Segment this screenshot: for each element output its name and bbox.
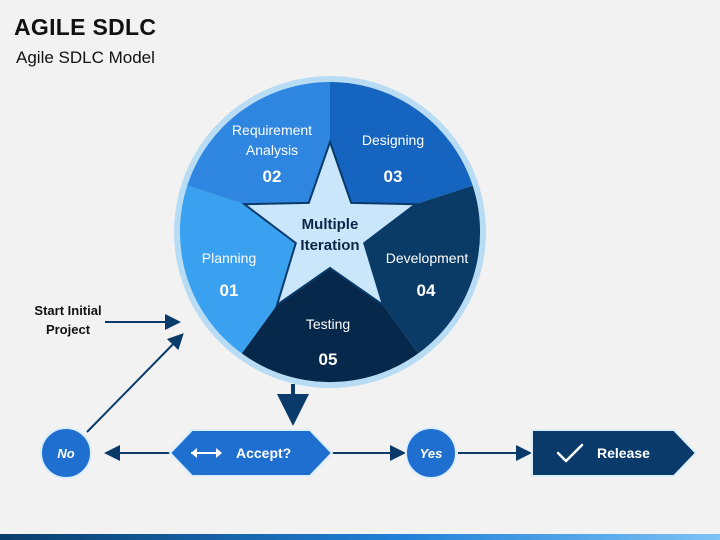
segment-number-04: 04 (417, 281, 436, 300)
no-label: No (57, 446, 74, 461)
center-label-iteration: Iteration (300, 237, 359, 254)
segment-label-testing: Testing (306, 316, 350, 332)
segment-planning[interactable] (179, 185, 296, 354)
start-label-line2: Project (46, 322, 91, 337)
segment-label-designing: Designing (362, 132, 424, 148)
start-label-line1: Start Initial (34, 303, 101, 318)
center-label-multiple: Multiple (302, 216, 359, 233)
segment-label-requirement: Requirement (232, 122, 312, 138)
release-button[interactable] (531, 429, 698, 477)
yes-label: Yes (420, 446, 443, 461)
segment-label-development: Development (386, 250, 469, 266)
no-decision-circle[interactable] (40, 427, 92, 479)
wheel-segments (179, 81, 481, 383)
yes-decision-circle[interactable] (405, 427, 457, 479)
segment-number-01: 01 (220, 281, 239, 300)
accept-decision-shape[interactable] (168, 429, 334, 477)
page-subtitle: Agile SDLC Model (16, 48, 155, 67)
no-loop-arrow (86, 333, 184, 433)
segment-number-02: 02 (263, 167, 282, 186)
segment-requirement-analysis[interactable] (187, 82, 330, 205)
segment-designing[interactable] (330, 81, 473, 205)
release-label: Release (597, 445, 650, 461)
center-star-shape (241, 138, 419, 308)
segment-development[interactable] (364, 185, 481, 354)
segment-label-analysis: Analysis (246, 142, 298, 158)
segment-number-05: 05 (319, 350, 338, 369)
double-arrow-icon (191, 448, 222, 458)
accept-label: Accept? (236, 445, 291, 461)
checkmark-icon (556, 443, 584, 463)
segment-testing[interactable] (241, 268, 419, 383)
page-title: AGILE SDLC (14, 14, 157, 40)
segment-number-03: 03 (384, 167, 403, 186)
segment-label-planning: Planning (202, 250, 257, 266)
footer-accent-bar (0, 534, 720, 540)
